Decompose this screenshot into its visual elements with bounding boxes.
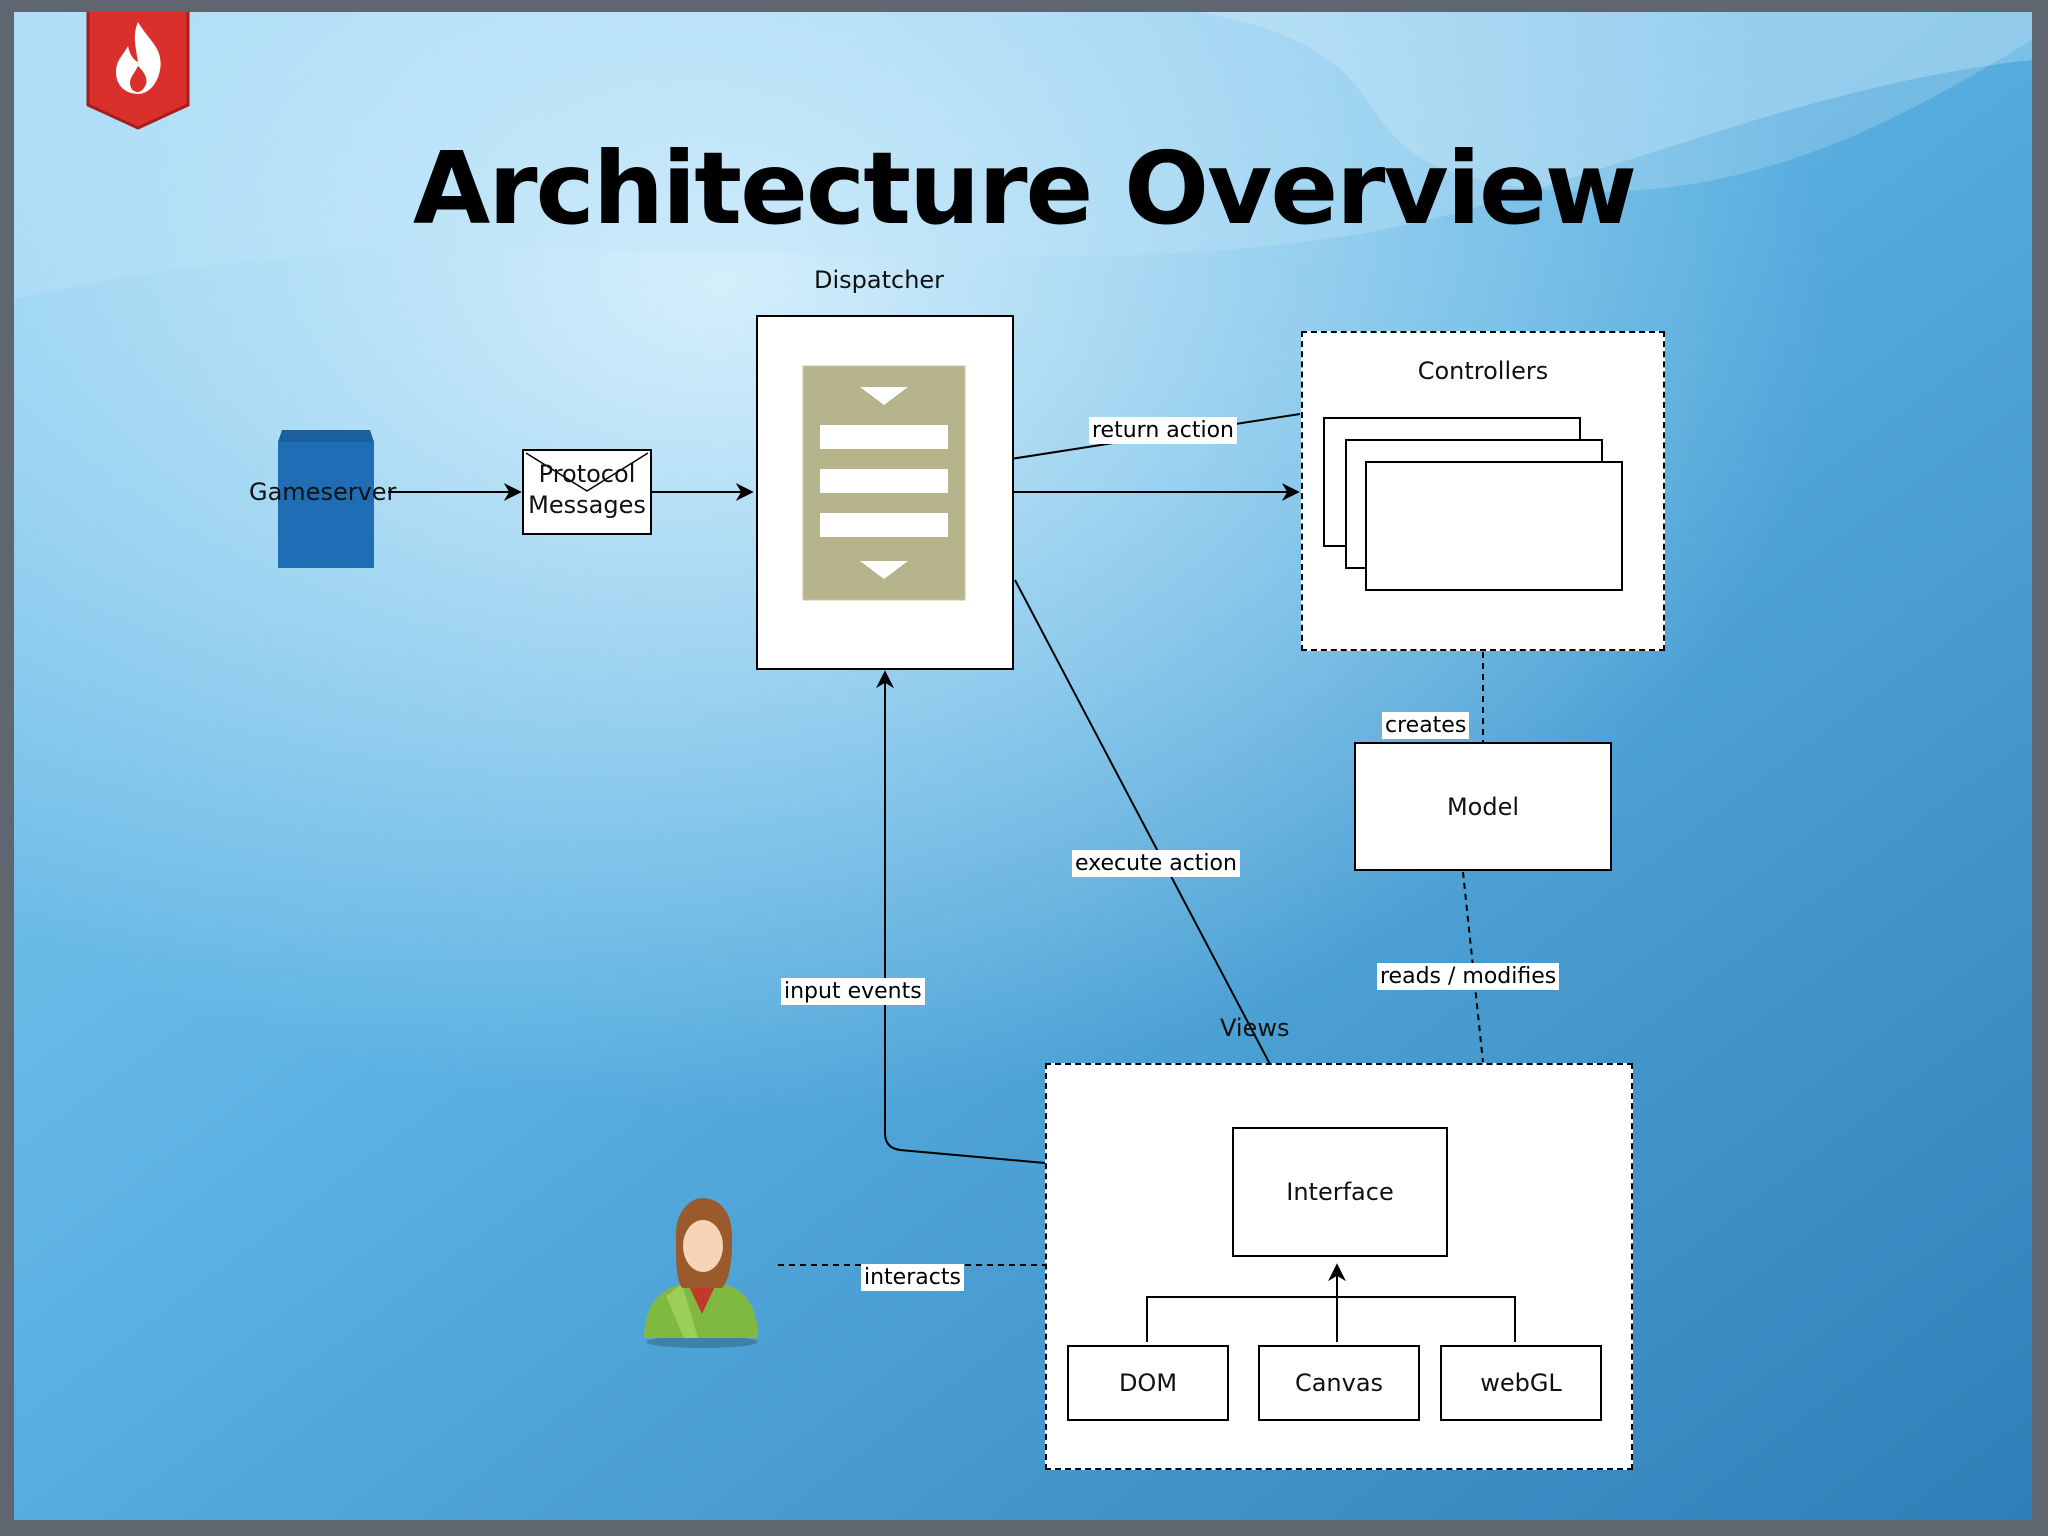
controllers-label: Controllers (1417, 357, 1549, 385)
envelope-icon (525, 452, 649, 492)
interface-node: Interface (1232, 1127, 1448, 1257)
reads-modifies-label: reads / modifies (1377, 963, 1560, 990)
protocol-messages-node: Protocol Messages (522, 449, 652, 535)
slide: Architecture Overview Gameserver Protoco… (14, 12, 2032, 1520)
views-label: Views (1220, 1014, 1290, 1042)
input-events-label: input events (781, 978, 925, 1005)
inheritance-lines (1146, 1263, 1516, 1342)
slide-title: Architecture Overview (412, 130, 1637, 247)
gameserver-label: Gameserver (249, 478, 397, 506)
queue-icon (802, 365, 966, 601)
interacts-label: interacts (861, 1264, 964, 1291)
controller-card-3 (1365, 461, 1623, 591)
flame-icon (116, 22, 161, 94)
gameserver-icon (278, 430, 374, 568)
views-container: Interface DOM Canvas webGL (1045, 1063, 1633, 1470)
return-action-label: return action (1089, 417, 1237, 444)
person-icon (644, 1198, 758, 1348)
model-node: Model (1354, 742, 1612, 871)
edge-input-events (876, 670, 1046, 1164)
dispatcher-node (756, 315, 1014, 670)
protocol-messages-label: Protocol Messages (528, 460, 646, 519)
execute-action-label: execute action (1072, 850, 1240, 877)
canvas-node: Canvas (1258, 1345, 1420, 1421)
creates-label: creates (1382, 712, 1470, 739)
dom-node: DOM (1067, 1345, 1229, 1421)
webgl-node: webGL (1440, 1345, 1602, 1421)
slide-background (14, 12, 2032, 1520)
controllers-container: Controllers (1301, 331, 1665, 651)
edge-reads-modifies (1462, 871, 1484, 1063)
dispatcher-label: Dispatcher (814, 266, 945, 294)
flame-logo (86, 12, 190, 130)
